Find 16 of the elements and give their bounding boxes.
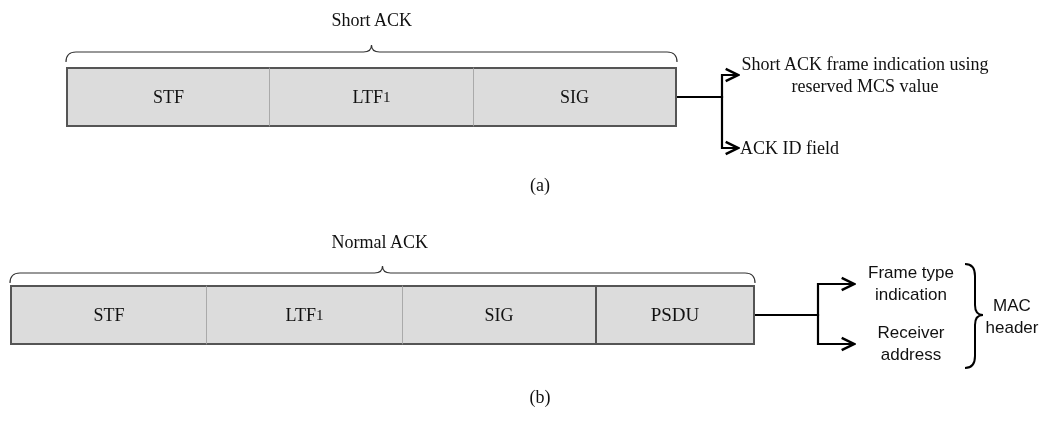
frame-field: PSDU bbox=[597, 285, 755, 345]
brace-label: Short ACK bbox=[331, 10, 413, 31]
annotation-text: Short ACK frame indication using reserved MCS value bbox=[740, 53, 990, 97]
figure-label: (b) bbox=[529, 387, 551, 408]
frame-field: SIG bbox=[403, 285, 597, 345]
brace-label: Normal ACK bbox=[331, 232, 428, 253]
annotation-text: ACK ID field bbox=[740, 137, 860, 159]
frame-field: STF bbox=[66, 67, 270, 127]
arrow bbox=[677, 95, 740, 156]
frame-field: STF bbox=[10, 285, 207, 345]
arrow bbox=[755, 313, 856, 352]
brace-label: MAC header bbox=[984, 295, 1040, 339]
figure-label: (a) bbox=[530, 175, 550, 196]
annotation-text: Receiver address bbox=[856, 322, 966, 366]
annotation-text: Frame type indication bbox=[856, 262, 966, 306]
frame-field: SIG bbox=[474, 67, 677, 127]
